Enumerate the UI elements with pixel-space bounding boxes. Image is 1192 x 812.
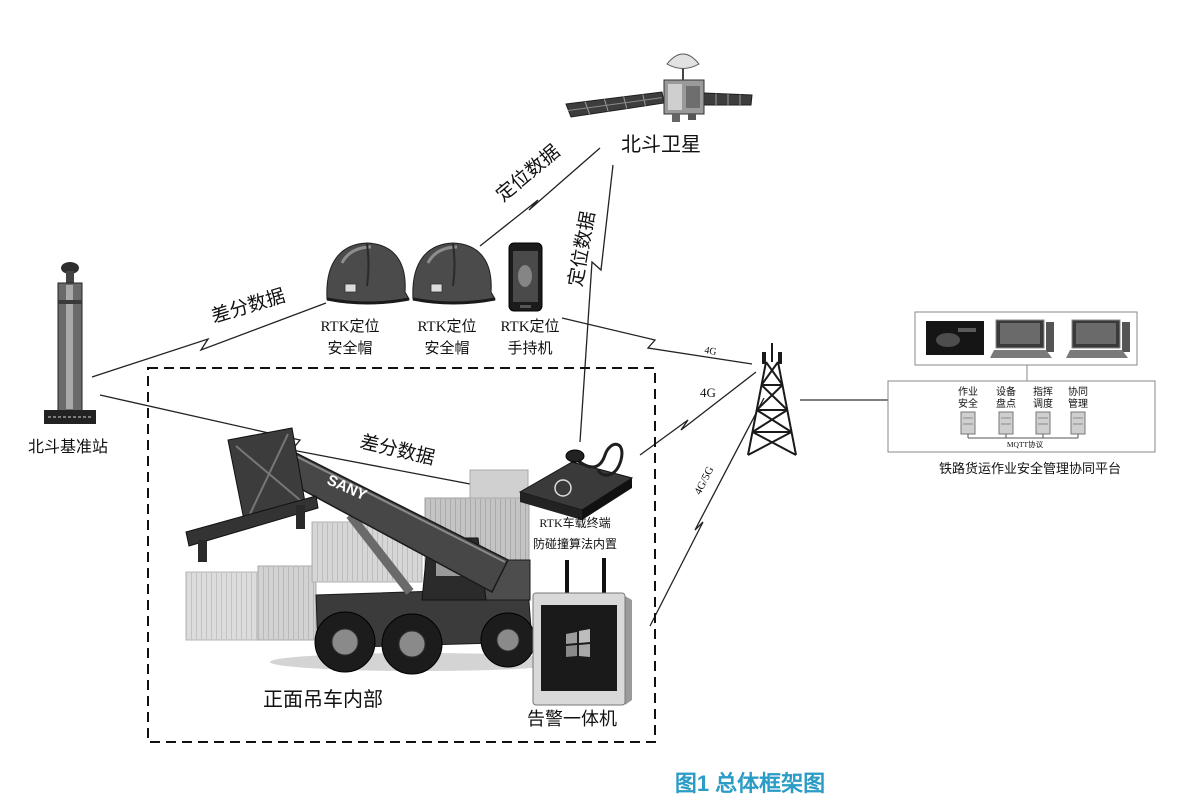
server-body xyxy=(961,412,975,434)
panel-pc-side xyxy=(625,596,632,705)
module-label-line2: 盘点 xyxy=(996,397,1016,410)
server-icon xyxy=(1036,412,1050,434)
client-pc-tower xyxy=(1122,322,1130,352)
link-label-4g: 4G xyxy=(700,385,716,400)
link-label-differential-data: 差分数据 xyxy=(358,431,437,470)
handset-screen-glow xyxy=(518,265,532,287)
platform-name: 铁路货运作业安全管理协同平台 xyxy=(939,461,1121,476)
server-body xyxy=(1036,412,1050,434)
module-label-line2: 管理 xyxy=(1068,397,1088,410)
windows-logo-pane xyxy=(566,645,577,657)
container xyxy=(258,566,316,640)
satellite-label: 北斗卫星 xyxy=(621,133,701,156)
crane-spreader-leg xyxy=(198,540,207,562)
device-label-line2: 安全帽 xyxy=(327,339,372,357)
figure-caption: 图1 总体框架图 xyxy=(675,771,825,796)
helmet-rtk-module xyxy=(345,284,356,292)
link-satellite-to-terminal xyxy=(580,165,613,442)
tower-brace xyxy=(753,410,788,432)
server-body xyxy=(999,412,1013,434)
alarm-panel-pc-icon xyxy=(533,558,632,705)
server-body xyxy=(1071,412,1085,434)
reach-stacker-crane: SANY xyxy=(186,428,570,674)
base-station-label: 北斗基准站 xyxy=(28,438,108,456)
satellite-body-panel xyxy=(686,86,700,108)
server-icon xyxy=(1071,412,1085,434)
rtk-vehicle-terminal-icon xyxy=(520,444,632,520)
device-label-line2: 安全帽 xyxy=(424,339,469,357)
cell-tower-icon xyxy=(748,343,796,455)
rtk-handset-icon xyxy=(509,243,542,311)
link-label-4g-5g: 4G/5G xyxy=(692,465,716,497)
crane-wheel-hub xyxy=(497,629,519,651)
link-handset-to-tower xyxy=(562,318,752,364)
windows-logo-pane xyxy=(579,644,590,657)
helmet-rtk-module xyxy=(431,284,442,292)
rtk-safety-helmet-icon xyxy=(327,243,409,303)
satellite-dish xyxy=(667,54,699,69)
server-icon xyxy=(999,412,1013,434)
module-label-line2: 调度 xyxy=(1033,397,1053,410)
satellite-thruster xyxy=(688,114,696,120)
tower-brace xyxy=(757,410,792,432)
protocol-label: MQTT协议 xyxy=(1007,439,1044,449)
server-icon xyxy=(961,412,975,434)
container xyxy=(470,470,528,498)
satellite-body-panel xyxy=(668,84,682,110)
device-label-line2: 手持机 xyxy=(507,340,552,357)
crane-spreader-leg xyxy=(296,505,305,529)
module-label-line2: 安全 xyxy=(958,397,978,410)
management-platform xyxy=(888,312,1155,452)
client-monitor-screen xyxy=(1076,323,1116,344)
link-alarm-unit-to-tower xyxy=(650,398,764,626)
alarm-unit-label: 告警一体机 xyxy=(527,709,617,729)
base-antenna-neck xyxy=(66,271,74,283)
client-monitor-screen xyxy=(1000,323,1040,344)
beidou-base-station-icon xyxy=(44,262,96,424)
crane-zone-label: 正面吊车内部 xyxy=(263,688,383,711)
module-label-line1: 协同 xyxy=(1068,385,1088,398)
handset-button xyxy=(520,305,531,308)
link-label-positioning-data: 定位数据 xyxy=(565,210,600,289)
client-keyboard xyxy=(990,350,1052,358)
module-label-line1: 设备 xyxy=(996,385,1016,398)
rtk-safety-helmet-icon xyxy=(413,243,495,303)
crane-wheel-hub xyxy=(399,631,425,657)
client-pc-tower xyxy=(1046,322,1054,352)
device-label-line1: RTK定位 xyxy=(417,318,476,335)
windows-logo-pane xyxy=(566,632,577,644)
module-label-line1: 作业 xyxy=(958,386,978,398)
link-terminal-to-tower xyxy=(640,372,756,455)
link-label-4g: 4G xyxy=(703,345,717,358)
beidou-satellite-icon xyxy=(566,54,752,122)
client-screen-graphic xyxy=(936,333,960,347)
device-label-line1: RTK定位 xyxy=(320,318,379,335)
link-base-to-helmet xyxy=(92,303,326,377)
crane-wheel-hub xyxy=(332,629,358,655)
client-keyboard xyxy=(1066,350,1128,358)
module-label-line1: 指挥 xyxy=(1033,385,1053,398)
client-screen-graphic xyxy=(958,328,976,332)
satellite-thruster xyxy=(672,114,680,122)
gnss-antenna-puck xyxy=(566,450,584,462)
terminal-label-line1: RTK车载终端 xyxy=(539,515,610,530)
device-label-line1: RTK定位 xyxy=(500,318,559,335)
tower-brace xyxy=(748,432,792,455)
tower-brace xyxy=(753,432,797,455)
base-pillar-band xyxy=(58,300,82,304)
terminal-label-line2: 防碰撞算法内置 xyxy=(533,536,617,551)
windows-logo-pane xyxy=(579,629,590,643)
link-label-positioning-data: 定位数据 xyxy=(492,141,564,207)
